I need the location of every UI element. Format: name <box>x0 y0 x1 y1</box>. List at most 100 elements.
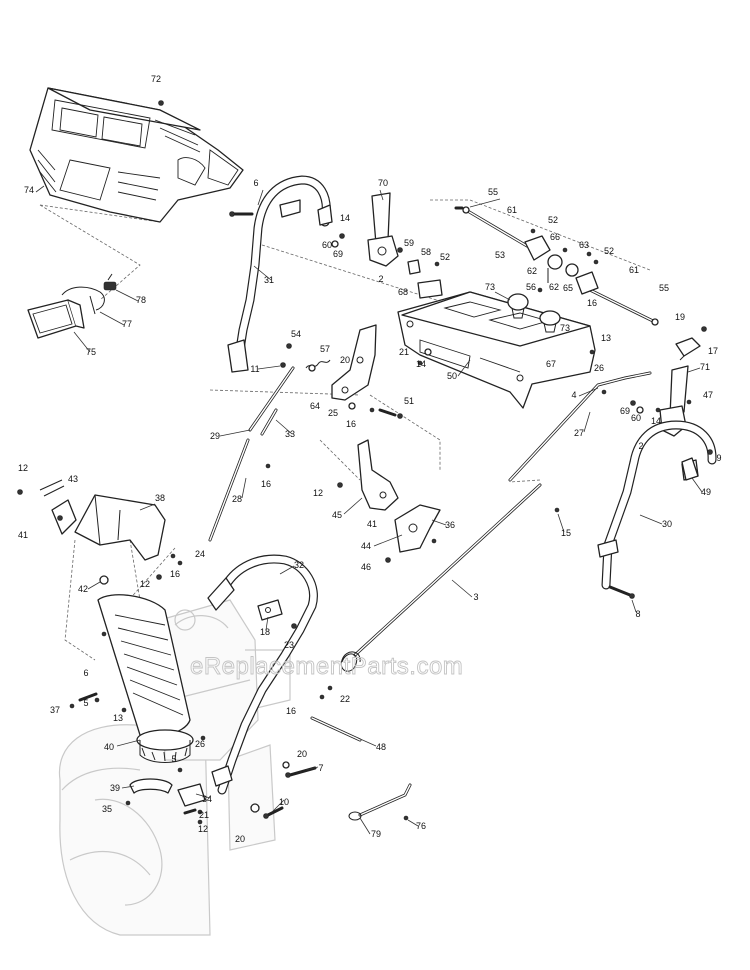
callout-13: 13 <box>113 713 123 723</box>
callout-61: 61 <box>629 265 639 275</box>
callout-8: 8 <box>635 609 640 619</box>
callout-14: 14 <box>651 416 661 426</box>
chute-deflector <box>74 494 166 561</box>
callout-26: 26 <box>195 739 205 749</box>
callout-12: 12 <box>313 488 323 498</box>
callout-46: 46 <box>361 562 371 572</box>
callout-31: 31 <box>264 275 274 285</box>
callout-44: 44 <box>361 541 371 551</box>
callout-19: 19 <box>675 312 685 322</box>
callout-72: 72 <box>151 74 161 84</box>
auger-housing-outline <box>58 724 211 936</box>
callout-77: 77 <box>122 319 132 329</box>
callout-40: 40 <box>104 742 114 752</box>
callout-56: 56 <box>526 282 536 292</box>
callout-73: 73 <box>485 282 495 292</box>
lever-bracket-68 <box>407 259 443 299</box>
callout-50: 50 <box>447 371 457 381</box>
callout-70: 70 <box>378 178 388 188</box>
light-bracket <box>61 273 117 315</box>
dash-knob-left <box>507 293 529 319</box>
callout-12: 12 <box>140 579 150 589</box>
chute-control-rod-upper <box>462 206 529 248</box>
callout-59: 59 <box>404 238 414 248</box>
callout-78: 78 <box>136 295 146 305</box>
callout-6: 6 <box>83 668 88 678</box>
callout-20: 20 <box>297 749 307 759</box>
callout-16: 16 <box>286 706 296 716</box>
bracket-64 <box>331 324 377 401</box>
callout-45: 45 <box>332 510 342 520</box>
upper-handle-left <box>227 175 333 373</box>
callout-23: 23 <box>284 640 294 650</box>
shift-lever <box>367 192 399 267</box>
rod-48 <box>310 716 362 742</box>
callout-79: 79 <box>371 829 381 839</box>
callout-10: 10 <box>279 797 289 807</box>
chute-ring-clamp <box>129 778 206 807</box>
assembly-guide-lines <box>39 199 651 661</box>
callout-5: 5 <box>171 754 176 764</box>
clevis-pin-79 <box>348 783 412 821</box>
callout-6: 6 <box>253 178 258 188</box>
callout-30: 30 <box>662 519 672 529</box>
callout-29: 29 <box>210 431 220 441</box>
callout-41: 41 <box>367 519 377 529</box>
headlight <box>27 299 85 339</box>
callout-16: 16 <box>346 419 356 429</box>
callout-41: 41 <box>18 530 28 540</box>
callout-54: 54 <box>291 329 301 339</box>
callout-75: 75 <box>86 347 96 357</box>
callout-55: 55 <box>659 283 669 293</box>
callout-76: 76 <box>416 821 426 831</box>
callout-21: 21 <box>399 347 409 357</box>
callout-24: 24 <box>195 549 205 559</box>
callout-67: 67 <box>546 359 556 369</box>
lower-handle <box>207 554 318 795</box>
callout-57: 57 <box>320 344 330 354</box>
callout-64: 64 <box>310 401 320 411</box>
callout-2: 2 <box>378 274 383 284</box>
chute-control-rod-lower <box>588 288 659 326</box>
callout-42: 42 <box>78 584 88 594</box>
callout-18: 18 <box>260 627 270 637</box>
leader-lines <box>35 185 703 835</box>
callout-60: 60 <box>631 413 641 423</box>
callout-21: 21 <box>199 810 209 820</box>
upper-handle-right <box>597 420 717 590</box>
callout-3: 3 <box>473 592 478 602</box>
callout-66: 66 <box>550 232 560 242</box>
callout-7: 7 <box>318 763 323 773</box>
callout-13: 13 <box>601 333 611 343</box>
callout-20: 20 <box>340 355 350 365</box>
callout-20: 20 <box>235 834 245 844</box>
callout-43: 43 <box>68 474 78 484</box>
callout-61: 61 <box>507 205 517 215</box>
bracket-36 <box>394 504 441 553</box>
callout-12: 12 <box>198 824 208 834</box>
callout-52: 52 <box>440 252 450 262</box>
callout-62: 62 <box>527 266 537 276</box>
callout-14: 14 <box>340 213 350 223</box>
callout-62: 62 <box>549 282 559 292</box>
callout-25: 25 <box>328 408 338 418</box>
callout-15: 15 <box>561 528 571 538</box>
callout-74: 74 <box>24 185 34 195</box>
callout-55: 55 <box>488 187 498 197</box>
dash-knob-right <box>539 310 561 333</box>
bracket-45 <box>357 439 399 511</box>
callout-51: 51 <box>404 396 414 406</box>
control-rod-27 <box>508 371 652 482</box>
dashboard-shroud <box>29 87 244 223</box>
discharge-chute <box>97 594 194 763</box>
callout-48: 48 <box>376 742 386 752</box>
callout-63: 63 <box>579 240 589 250</box>
callout-69: 69 <box>620 406 630 416</box>
watermark-text: eReplacementParts.com <box>190 653 463 680</box>
callout-16: 16 <box>261 479 271 489</box>
callout-22: 22 <box>340 694 350 704</box>
grip-17 <box>675 337 701 361</box>
